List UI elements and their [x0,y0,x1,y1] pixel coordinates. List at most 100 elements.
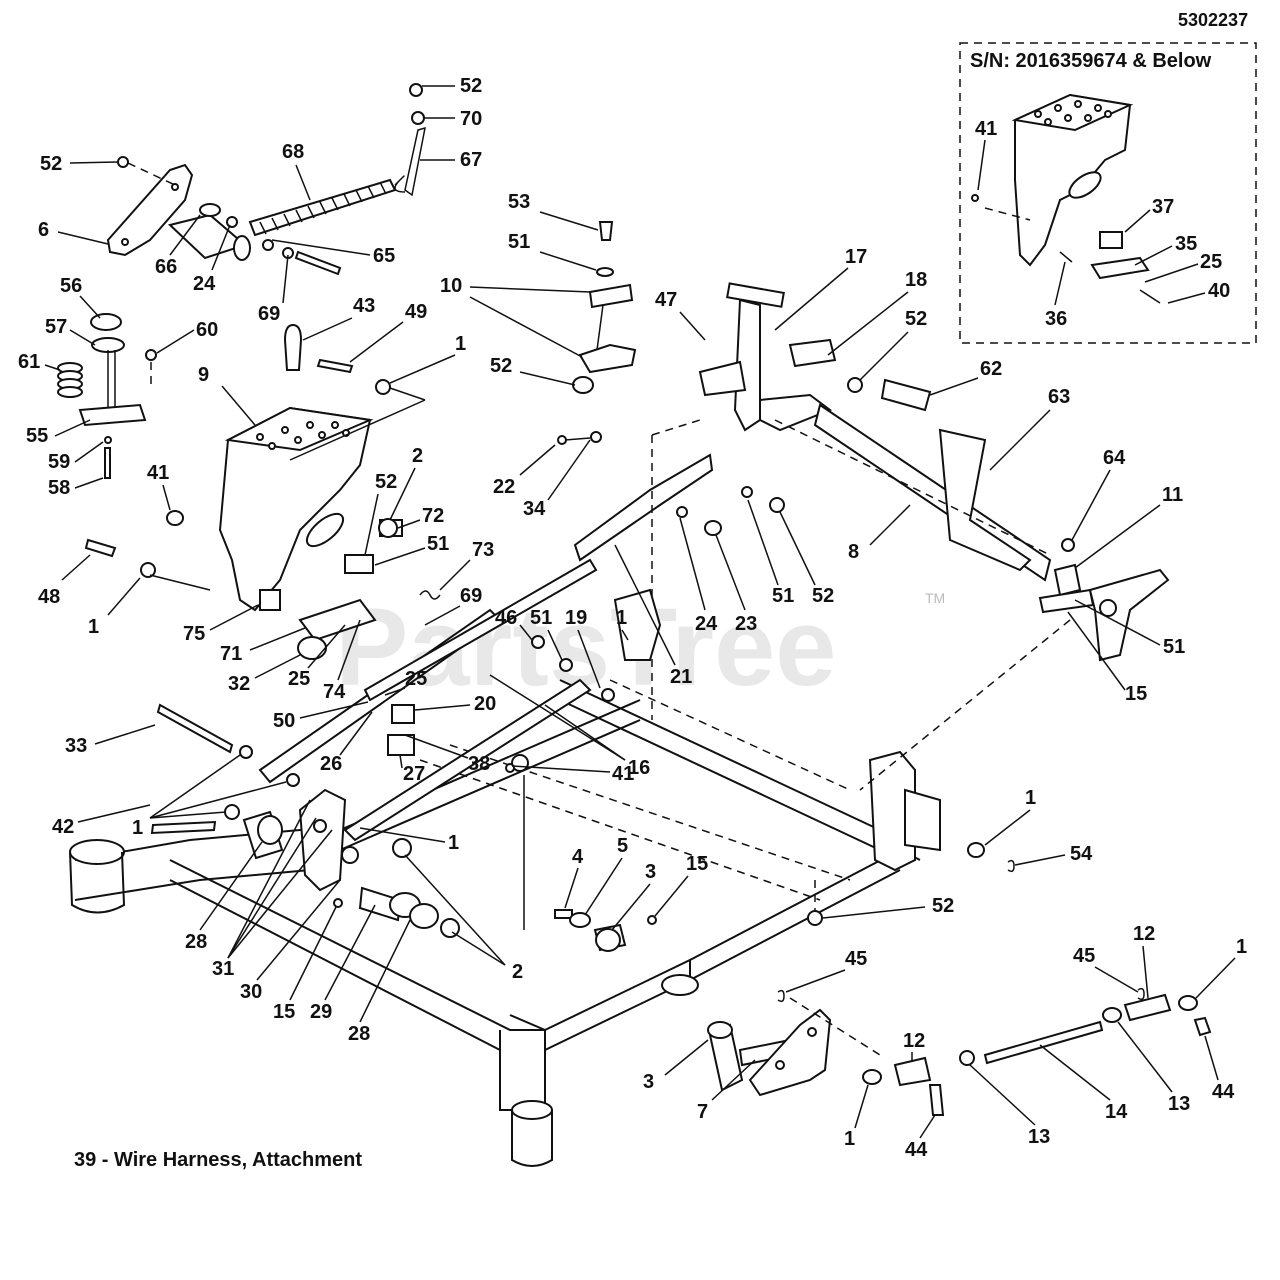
control-rod-assembly [707,987,1212,1116]
callout-28: 28 [348,1023,370,1045]
chassis-frame [69,679,941,1167]
eyebolt-67 [404,126,426,197]
callout-69: 69 [460,585,482,607]
callout-1: 1 [616,607,627,629]
callout-9: 9 [198,364,209,386]
callout-16: 16 [628,757,650,779]
callout-57: 57 [45,316,67,338]
callout-73: 73 [472,539,494,561]
callout-29: 29 [310,1001,332,1023]
callout-61: 61 [18,351,40,373]
callout-71: 71 [220,643,242,665]
callout-65: 65 [373,245,395,267]
callout-4: 4 [572,846,584,868]
callout-1: 1 [455,333,466,355]
callout-2: 2 [412,445,423,467]
linkage-arms [150,558,662,938]
callout-23: 23 [735,613,757,635]
callout-59: 59 [48,451,70,473]
callout-72: 72 [422,505,444,527]
callout-64: 64 [1103,447,1126,469]
callout-52: 52 [40,153,62,175]
callout-52: 52 [375,471,397,493]
callout-7: 7 [697,1101,708,1123]
callout-1: 1 [88,616,99,638]
inset-callout-40: 40 [1208,280,1230,302]
pedal-bracket-9 [84,323,441,660]
inset-switch-plate [1090,256,1150,280]
callout-5: 5 [617,835,628,857]
callout-31: 31 [212,958,234,980]
callout-75: 75 [183,623,205,645]
callout-69: 69 [258,303,280,325]
callout-10: 10 [440,275,462,297]
callout-25: 25 [405,668,427,690]
pivot-brackets [557,221,785,720]
callout-26: 26 [320,753,342,775]
inset-callout-25: 25 [1200,251,1222,273]
callout-58: 58 [48,477,70,499]
callout-68: 68 [282,141,304,163]
callout-51: 51 [427,533,449,555]
callout-51: 51 [1163,636,1185,658]
callout-2: 2 [512,961,523,983]
inset-pedal-top [1011,93,1134,132]
callout-52: 52 [460,75,482,97]
callout-1: 1 [1025,787,1036,809]
callout-66: 66 [155,256,177,278]
callout-17: 17 [845,246,867,268]
callout-41: 41 [612,763,634,785]
callout-20: 20 [474,693,496,715]
callout-27: 27 [403,763,425,785]
callout-34: 34 [523,498,546,520]
inset-title: S/N: 2016359674 & Below [970,50,1212,72]
inset-switch [1099,231,1123,249]
callout-28: 28 [185,931,207,953]
callout-3: 3 [643,1071,654,1093]
inset-box: S/N: 2016359674 & Below 41 37 35 25 40 3… [959,42,1257,344]
inset-callout-36: 36 [1045,308,1067,330]
callout-25: 25 [288,668,310,690]
callout-3: 3 [645,861,656,883]
callout-63: 63 [1048,386,1070,408]
callout-labels: 52 70 68 67 52 6 66 24 65 69 56 57 60 61… [18,75,1247,1161]
callout-1: 1 [844,1128,855,1150]
document-number: 5302237 [1178,10,1248,30]
callout-67: 67 [460,149,482,171]
callout-48: 48 [38,586,60,608]
spring-assembly [106,83,426,276]
callout-13: 13 [1028,1126,1050,1148]
callout-8: 8 [848,541,859,563]
callout-54: 54 [1070,843,1093,865]
inset-callout-37: 37 [1152,196,1174,218]
lower-mounts [554,842,1015,952]
callout-51: 51 [508,231,530,253]
callout-52: 52 [932,895,954,917]
callout-12: 12 [1133,923,1155,945]
callout-15: 15 [686,853,708,875]
callout-24: 24 [695,613,718,635]
callout-53: 53 [508,191,530,213]
callout-56: 56 [60,275,82,297]
footnote: 39 - Wire Harness, Attachment [74,1149,362,1171]
callout-55: 55 [26,425,48,447]
callout-52: 52 [812,585,834,607]
callout-46: 46 [495,607,517,629]
callout-45: 45 [845,948,867,970]
callout-11: 11 [1162,484,1183,506]
callout-70: 70 [460,108,482,130]
callout-44: 44 [1212,1081,1235,1103]
callout-32: 32 [228,673,250,695]
callout-13: 13 [1168,1093,1190,1115]
callout-51: 51 [530,607,552,629]
callout-52: 52 [905,308,927,330]
pedal-shaft-assembly [698,282,1170,791]
callout-62: 62 [980,358,1002,380]
callout-51: 51 [772,585,794,607]
callout-38: 38 [468,753,490,775]
callout-1: 1 [448,832,459,854]
callout-44: 44 [905,1139,928,1161]
callout-42: 42 [52,816,74,838]
depth-stop-knob [57,313,157,479]
callout-43: 43 [353,295,375,317]
